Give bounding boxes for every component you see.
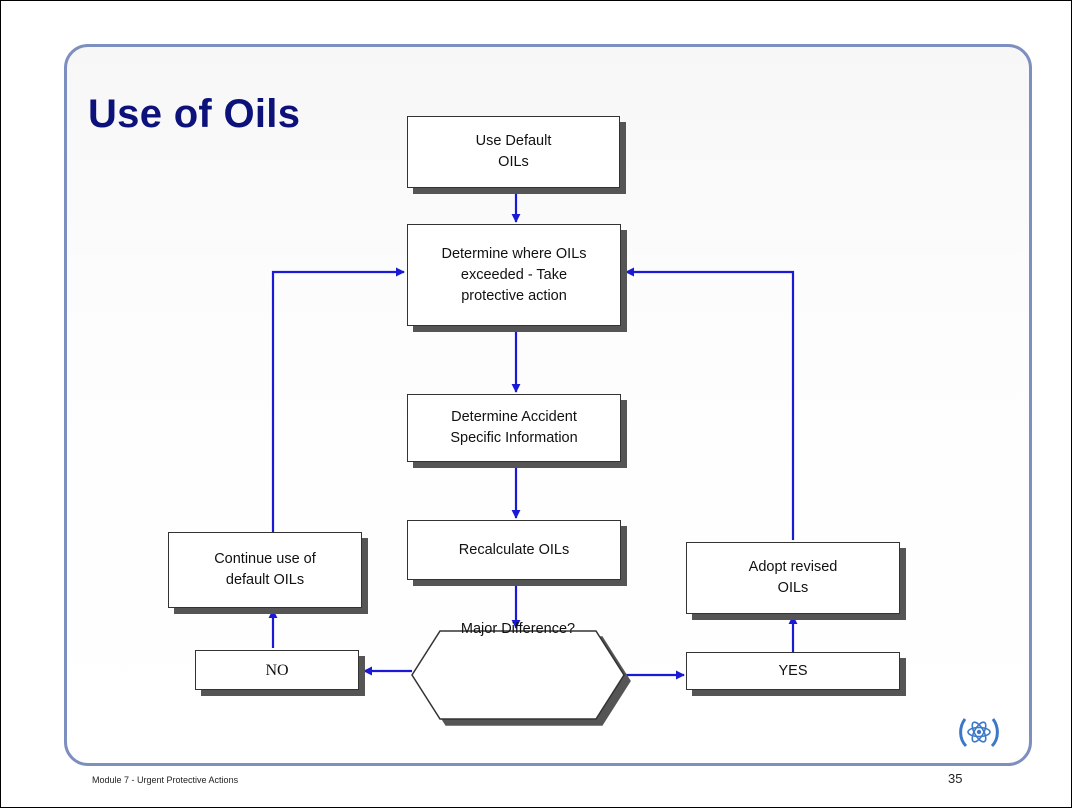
recalculate-box: Recalculate OILs: [407, 520, 621, 580]
continue-default-box: Continue use of default OILs: [168, 532, 362, 608]
iaea-atom-logo-icon: [959, 718, 999, 748]
decision-diamond: [411, 630, 625, 720]
determine-exceeded-box: Determine where OILs exceeded - Take pro…: [407, 224, 621, 326]
page-number: 35: [948, 771, 963, 786]
footer-module-text: Module 7 - Urgent Protective Actions: [92, 775, 239, 785]
slide-title: Use of Oils: [88, 92, 301, 136]
determine-accident-box: Determine Accident Specific Information: [407, 394, 621, 462]
adopt-revised-box: Adopt revised OILs: [686, 542, 900, 614]
no-box: NO: [195, 650, 359, 690]
arrow-continue-loop: [271, 267, 405, 532]
arrow-adopt-loop: [625, 267, 795, 540]
decision-label: Major Difference?: [460, 621, 576, 637]
yes-box: YES: [686, 652, 900, 690]
use-default-oils-box: Use Default OILs: [407, 116, 620, 188]
